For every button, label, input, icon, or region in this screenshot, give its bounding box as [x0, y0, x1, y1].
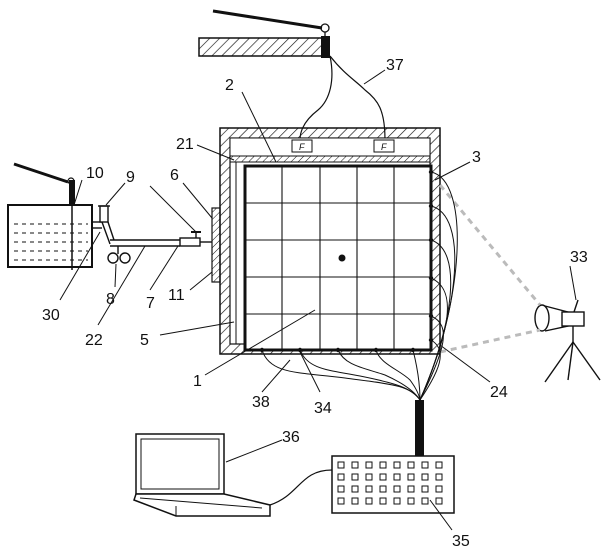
- daq-port: [338, 486, 344, 492]
- laptop: [134, 434, 270, 516]
- label-22: 22: [85, 332, 103, 349]
- daq-port: [394, 474, 400, 480]
- data-acquisition-unit: [332, 456, 454, 513]
- label-35: 35: [452, 533, 470, 550]
- label-9: 9: [126, 169, 135, 186]
- daq-port: [394, 486, 400, 492]
- daq-port: [380, 486, 386, 492]
- daq-port: [436, 462, 442, 468]
- label-5: 5: [140, 332, 149, 349]
- daq-port: [352, 474, 358, 480]
- sensor-mark-right: F: [381, 142, 387, 152]
- daq-port: [380, 498, 386, 504]
- daq-port: [338, 462, 344, 468]
- daq-port: [408, 486, 414, 492]
- sensor-mark-left: F: [299, 142, 305, 152]
- label-3: 3: [472, 149, 481, 166]
- specimen-grid: [245, 166, 433, 352]
- daq-port: [394, 498, 400, 504]
- label-10: 10: [86, 165, 104, 182]
- daq-port: [422, 486, 428, 492]
- camera: [535, 300, 600, 382]
- label-11: 11: [168, 287, 185, 304]
- daq-port: [380, 462, 386, 468]
- daq-port: [436, 498, 442, 504]
- water-tank: [8, 164, 92, 270]
- label-30: 30: [42, 307, 60, 324]
- daq-port: [352, 462, 358, 468]
- label-24: 24: [490, 384, 508, 401]
- daq-port: [408, 462, 414, 468]
- daq-port: [408, 474, 414, 480]
- label-33: 33: [570, 249, 588, 266]
- daq-port: [408, 498, 414, 504]
- daq-port: [422, 474, 428, 480]
- label-8: 8: [106, 291, 115, 308]
- daq-port: [366, 486, 372, 492]
- pipe-system: [92, 206, 212, 263]
- label-1: 1: [193, 373, 202, 390]
- daq-port: [436, 486, 442, 492]
- daq-port: [380, 474, 386, 480]
- label-21: 21: [176, 136, 194, 153]
- label-6: 6: [170, 167, 179, 184]
- label-34: 34: [314, 400, 332, 417]
- label-2: 2: [225, 77, 234, 94]
- daq-port: [436, 474, 442, 480]
- daq-port: [352, 486, 358, 492]
- daq-port: [394, 462, 400, 468]
- label-37: 37: [386, 57, 404, 74]
- daq-port: [366, 474, 372, 480]
- daq-port: [338, 498, 344, 504]
- label-36: 36: [282, 429, 300, 446]
- daq-port: [422, 498, 428, 504]
- daq-port: [352, 498, 358, 504]
- main-cable: [415, 400, 424, 456]
- label-7: 7: [146, 295, 155, 312]
- top-loading-beam: [199, 11, 330, 58]
- daq-port: [366, 498, 372, 504]
- label-38: 38: [252, 394, 270, 411]
- daq-port: [338, 474, 344, 480]
- daq-port: [366, 462, 372, 468]
- side-plate: [212, 208, 220, 282]
- laptop-cable: [270, 470, 332, 505]
- daq-port: [422, 462, 428, 468]
